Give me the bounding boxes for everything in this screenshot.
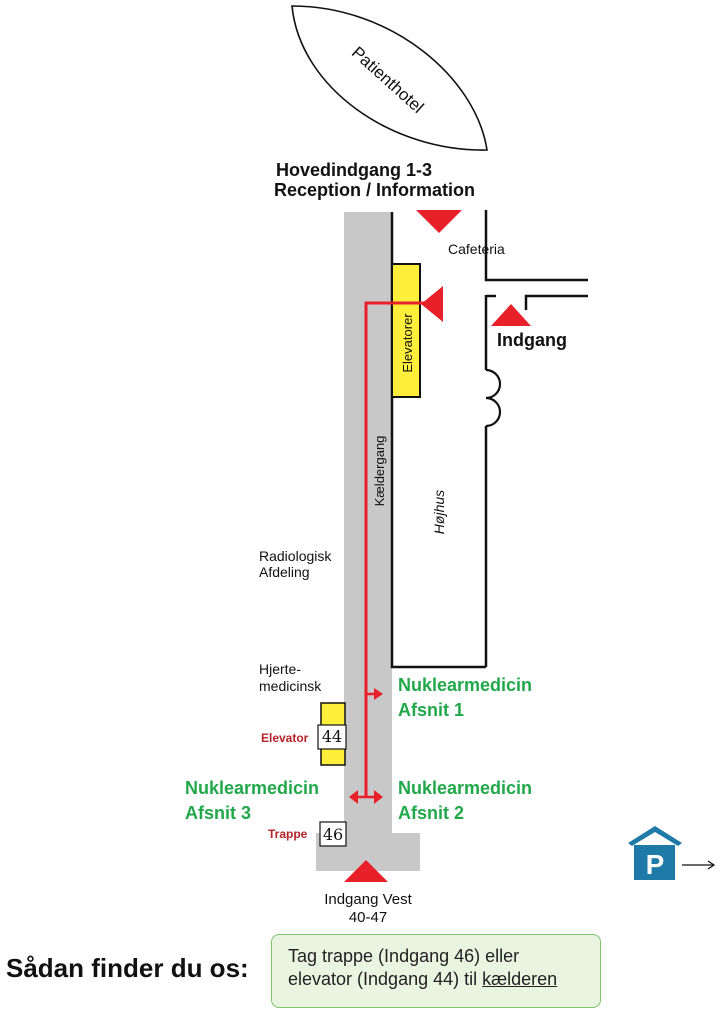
elevators-label: Elevatorer: [400, 313, 415, 373]
route-arrow-section2-3: [349, 790, 383, 804]
basement-link[interactable]: kælderen: [482, 969, 558, 989]
stairs-label: Trappe: [268, 827, 308, 841]
cardiology-label-line2: medicinsk: [259, 678, 322, 694]
section2-label-line2: Afsnit 2: [398, 803, 464, 823]
route-start-arrow: [421, 286, 443, 322]
basement-corridor: [316, 212, 420, 871]
howto-line2: elevator (Indgang 44) til kælderen: [288, 968, 586, 991]
section3-label-line1: Nuklearmedicin: [185, 778, 319, 798]
main-entrance-marker: [416, 210, 462, 233]
main-entrance-label: Hovedindgang 1-3: [276, 160, 432, 180]
section1-label-line1: Nuklearmedicin: [398, 675, 532, 695]
elevator-44-number: 44: [322, 727, 342, 746]
route-path: [364, 301, 426, 798]
west-entrance-marker: [344, 860, 388, 882]
basement-corridor-label: Kældergang: [372, 436, 387, 507]
parking-symbol: P: [646, 849, 665, 880]
arrow-right-icon: [682, 860, 716, 870]
stairs-46-number: 46: [323, 825, 343, 844]
highrise-label: Højhus: [431, 490, 447, 534]
howto-heading: Sådan finder du os:: [6, 953, 249, 983]
west-entrance-label-line2: 40-47: [349, 909, 387, 926]
section2-label-line1: Nuklearmedicin: [398, 778, 532, 798]
section3-label-line2: Afsnit 3: [185, 803, 251, 823]
cafeteria-label: Cafeteria: [448, 241, 505, 257]
wall-bumps: [485, 368, 502, 428]
howto-line2-text: elevator (Indgang 44) til: [288, 969, 483, 989]
parking-icon[interactable]: P: [628, 826, 682, 880]
reception-label: Reception / Information: [274, 180, 475, 200]
howto-box: Tag trappe (Indgang 46) eller elevator (…: [271, 934, 601, 1008]
west-entrance-label-line1: Indgang Vest: [324, 891, 412, 908]
hospital-map: Patienthotel Hovedindgang 1-3 Reception …: [185, 5, 716, 926]
entrance-marker: [491, 304, 531, 326]
elevator-label: Elevator: [261, 731, 309, 745]
patienthotel-building: [291, 5, 488, 151]
howto-line1: Tag trappe (Indgang 46) eller: [288, 946, 520, 966]
radiology-label-line2: Afdeling: [259, 564, 310, 580]
entrance-label: Indgang: [497, 330, 567, 350]
building-walls: [390, 210, 588, 669]
elevator-44-box: [317, 724, 347, 750]
section1-label-line2: Afsnit 1: [398, 700, 464, 720]
radiology-label-line1: Radiologisk: [259, 548, 332, 564]
elevators-box: [391, 263, 421, 398]
route-arrow-section1: [366, 688, 383, 700]
cardiology-label-line1: Hjerte-: [259, 661, 301, 677]
stairs-46-box: [319, 821, 347, 847]
